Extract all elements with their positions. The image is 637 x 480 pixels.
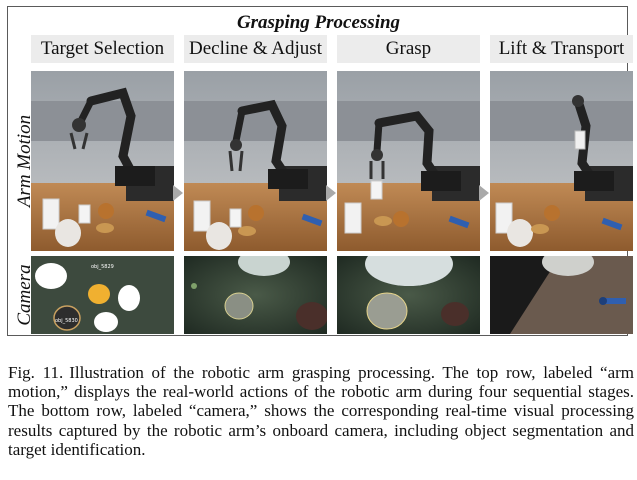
figure-number: Fig. 11. [8,363,64,382]
stage-lift-transport: Lift & Transport [490,35,633,334]
arm-motion-photo [31,71,174,251]
camera-view [337,256,480,334]
stage-label: Grasp [337,35,480,63]
stage-label: Target Selection [31,35,174,63]
figure-panel: Grasping Processing Arm Motion Camera Ta… [7,6,633,336]
figure-title: Grasping Processing [236,12,401,33]
stage-arrow-icon [326,185,336,201]
stage-target-selection: Target Selection [31,35,174,334]
camera-view [184,256,327,334]
figure-caption: Fig. 11.Illustration of the robotic arm … [8,363,634,459]
arm-motion-photo [337,71,480,251]
stage-label: Lift & Transport [490,35,633,63]
stage-arrow-icon [173,185,183,201]
arm-motion-photo [490,71,633,251]
stage-label: Decline & Adjust [184,35,327,63]
caption-text: Illustration of the robotic arm grasping… [8,363,634,459]
camera-object-tag: obj_5830 [55,318,78,324]
stage-decline-adjust: Decline & Adjust [184,35,327,334]
arm-motion-photo [184,71,327,251]
stage-grasp: Grasp [337,35,480,334]
camera-view [490,256,633,334]
stage-arrow-icon [479,185,489,201]
camera-object-tag: obj_5829 [91,264,114,270]
camera-view: obj_5829 obj_5830 [31,256,174,334]
